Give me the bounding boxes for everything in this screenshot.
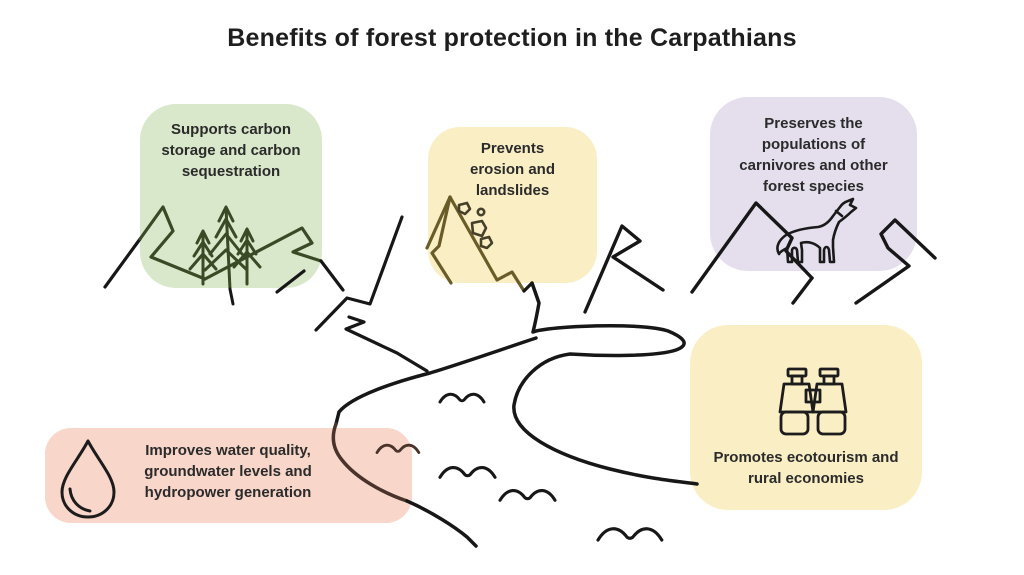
foothill-ridges (314, 215, 429, 373)
label-line: hydropower generation (144, 484, 312, 501)
label-line: sequestration (181, 163, 281, 180)
card-water-label: Improves water quality, groundwater leve… (122, 440, 334, 503)
bird-wave-icon (498, 489, 557, 502)
river-right-bank (512, 281, 699, 486)
label-line: rural economies (748, 470, 864, 487)
bird-wave-icon (438, 466, 497, 479)
label-line: landslides (475, 182, 550, 199)
bird-wave-icon (438, 392, 486, 404)
card-carbon-label: Supports carbon storage and carbon seque… (148, 119, 314, 182)
label-line: storage and carbon (161, 142, 301, 159)
label-line: Prevents (480, 140, 545, 157)
river-left-bank-upper (334, 336, 538, 426)
label-line: Supports carbon (170, 121, 291, 138)
label-line: Promotes ecotourism and (713, 449, 899, 466)
card-ecotourism-label: Promotes ecotourism and rural economies (692, 447, 920, 489)
river-left-bank-lower (405, 499, 478, 548)
label-line: Preserves the (764, 115, 863, 132)
card-carnivores-label: Preserves the populations of carnivores … (712, 113, 915, 197)
label-line: erosion and (469, 161, 555, 178)
bird-wave-icon (596, 527, 664, 542)
label-line: forest species (763, 178, 864, 195)
label-line: groundwater levels and (144, 463, 312, 480)
label-line: populations of (761, 136, 866, 153)
card-erosion-label: Prevents erosion and landslides (428, 138, 597, 201)
label-line: carnivores and other (739, 157, 888, 174)
label-line: Improves water quality, (145, 442, 311, 459)
bird-wave-icons (375, 392, 664, 542)
page-title: Benefits of forest protection in the Car… (227, 24, 797, 52)
